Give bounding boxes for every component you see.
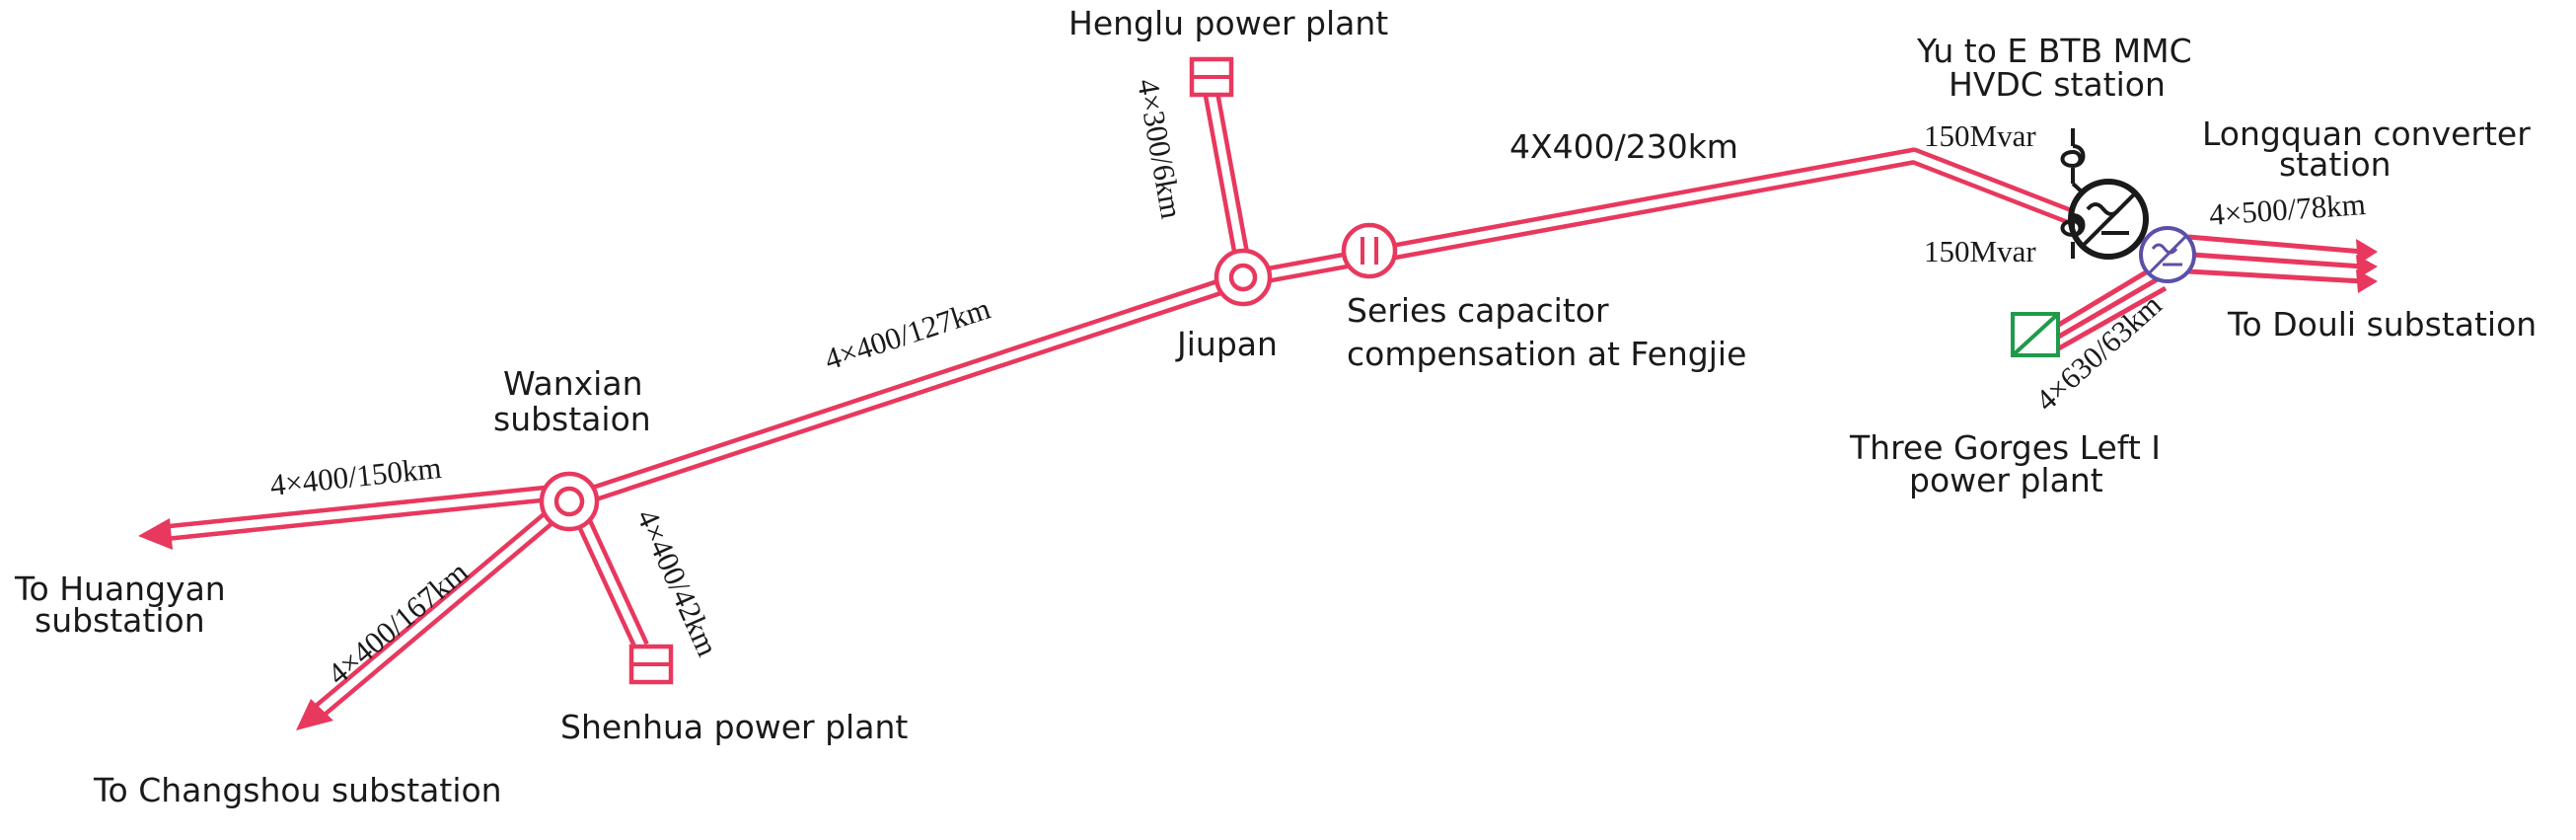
label-douli: To Douli substation <box>2227 305 2537 344</box>
shenhua-plant-symbol <box>628 644 674 685</box>
rating-wanxian-changshou: 4×400/167km <box>321 555 475 692</box>
henglu-plant-symbol <box>1189 56 1234 98</box>
transmission-lines <box>138 87 2378 730</box>
label-yu-to-e-2: HVDC station <box>1949 65 2166 104</box>
label-shenhua: Shenhua power plant <box>560 708 908 746</box>
longquan-converter-symbol <box>2139 226 2196 283</box>
jiupan-substation-symbol <box>1214 248 1273 307</box>
label-series-cap-2: compensation at Fengjie <box>1347 335 1746 373</box>
label-wanxian-1: Wanxian <box>503 364 643 403</box>
series-capacitor-symbol <box>1341 222 1398 279</box>
arrow-changshou <box>296 699 333 730</box>
label-huangyan-2: substation <box>35 601 205 640</box>
rating-henglu-jiupan: 4×300/6km <box>1131 76 1189 221</box>
label-wanxian-2: substaion <box>493 400 651 438</box>
rating-wanxian-huangyan: 4×400/150km <box>268 450 443 502</box>
label-series-cap-1: Series capacitor <box>1347 291 1609 330</box>
rating-reactor-lower: 150Mvar <box>1924 234 2036 268</box>
rating-longquan-douli: 4×500/78km <box>2208 187 2367 232</box>
label-three-gorges-2: power plant <box>1909 461 2103 499</box>
arrow-huangyan <box>138 518 173 550</box>
wanxian-substation-symbol <box>539 471 600 532</box>
label-three-gorges-1: Three Gorges Left I <box>1849 428 2161 467</box>
line-longquan-douli <box>2187 234 2378 293</box>
label-longquan-2: station <box>2279 145 2392 184</box>
label-jiupan: Jiupan <box>1175 325 1278 363</box>
label-yu-to-e-1: Yu to E BTB MMC <box>1916 32 2192 70</box>
reactor-lower-symbol <box>2060 213 2086 259</box>
label-huangyan-1: To Huangyan <box>14 570 226 608</box>
label-changshou: To Changshou substation <box>93 771 502 809</box>
label-longquan-1: Longquan converter <box>2202 115 2531 153</box>
node-labels: Henglu power plant Yu to E BTB MMC HVDC … <box>14 4 2537 809</box>
label-henglu: Henglu power plant <box>1068 4 1388 42</box>
reactor-upper-symbol <box>2060 128 2086 195</box>
rating-jiupan-longquan: 4X400/230km <box>1509 127 1738 166</box>
three-gorges-unit-symbol <box>2011 312 2060 357</box>
line-threegorges-longquan <box>2055 264 2168 352</box>
rating-reactor-upper: 150Mvar <box>1924 118 2036 153</box>
line-wanxian-jiupan-longquan <box>567 147 2076 510</box>
